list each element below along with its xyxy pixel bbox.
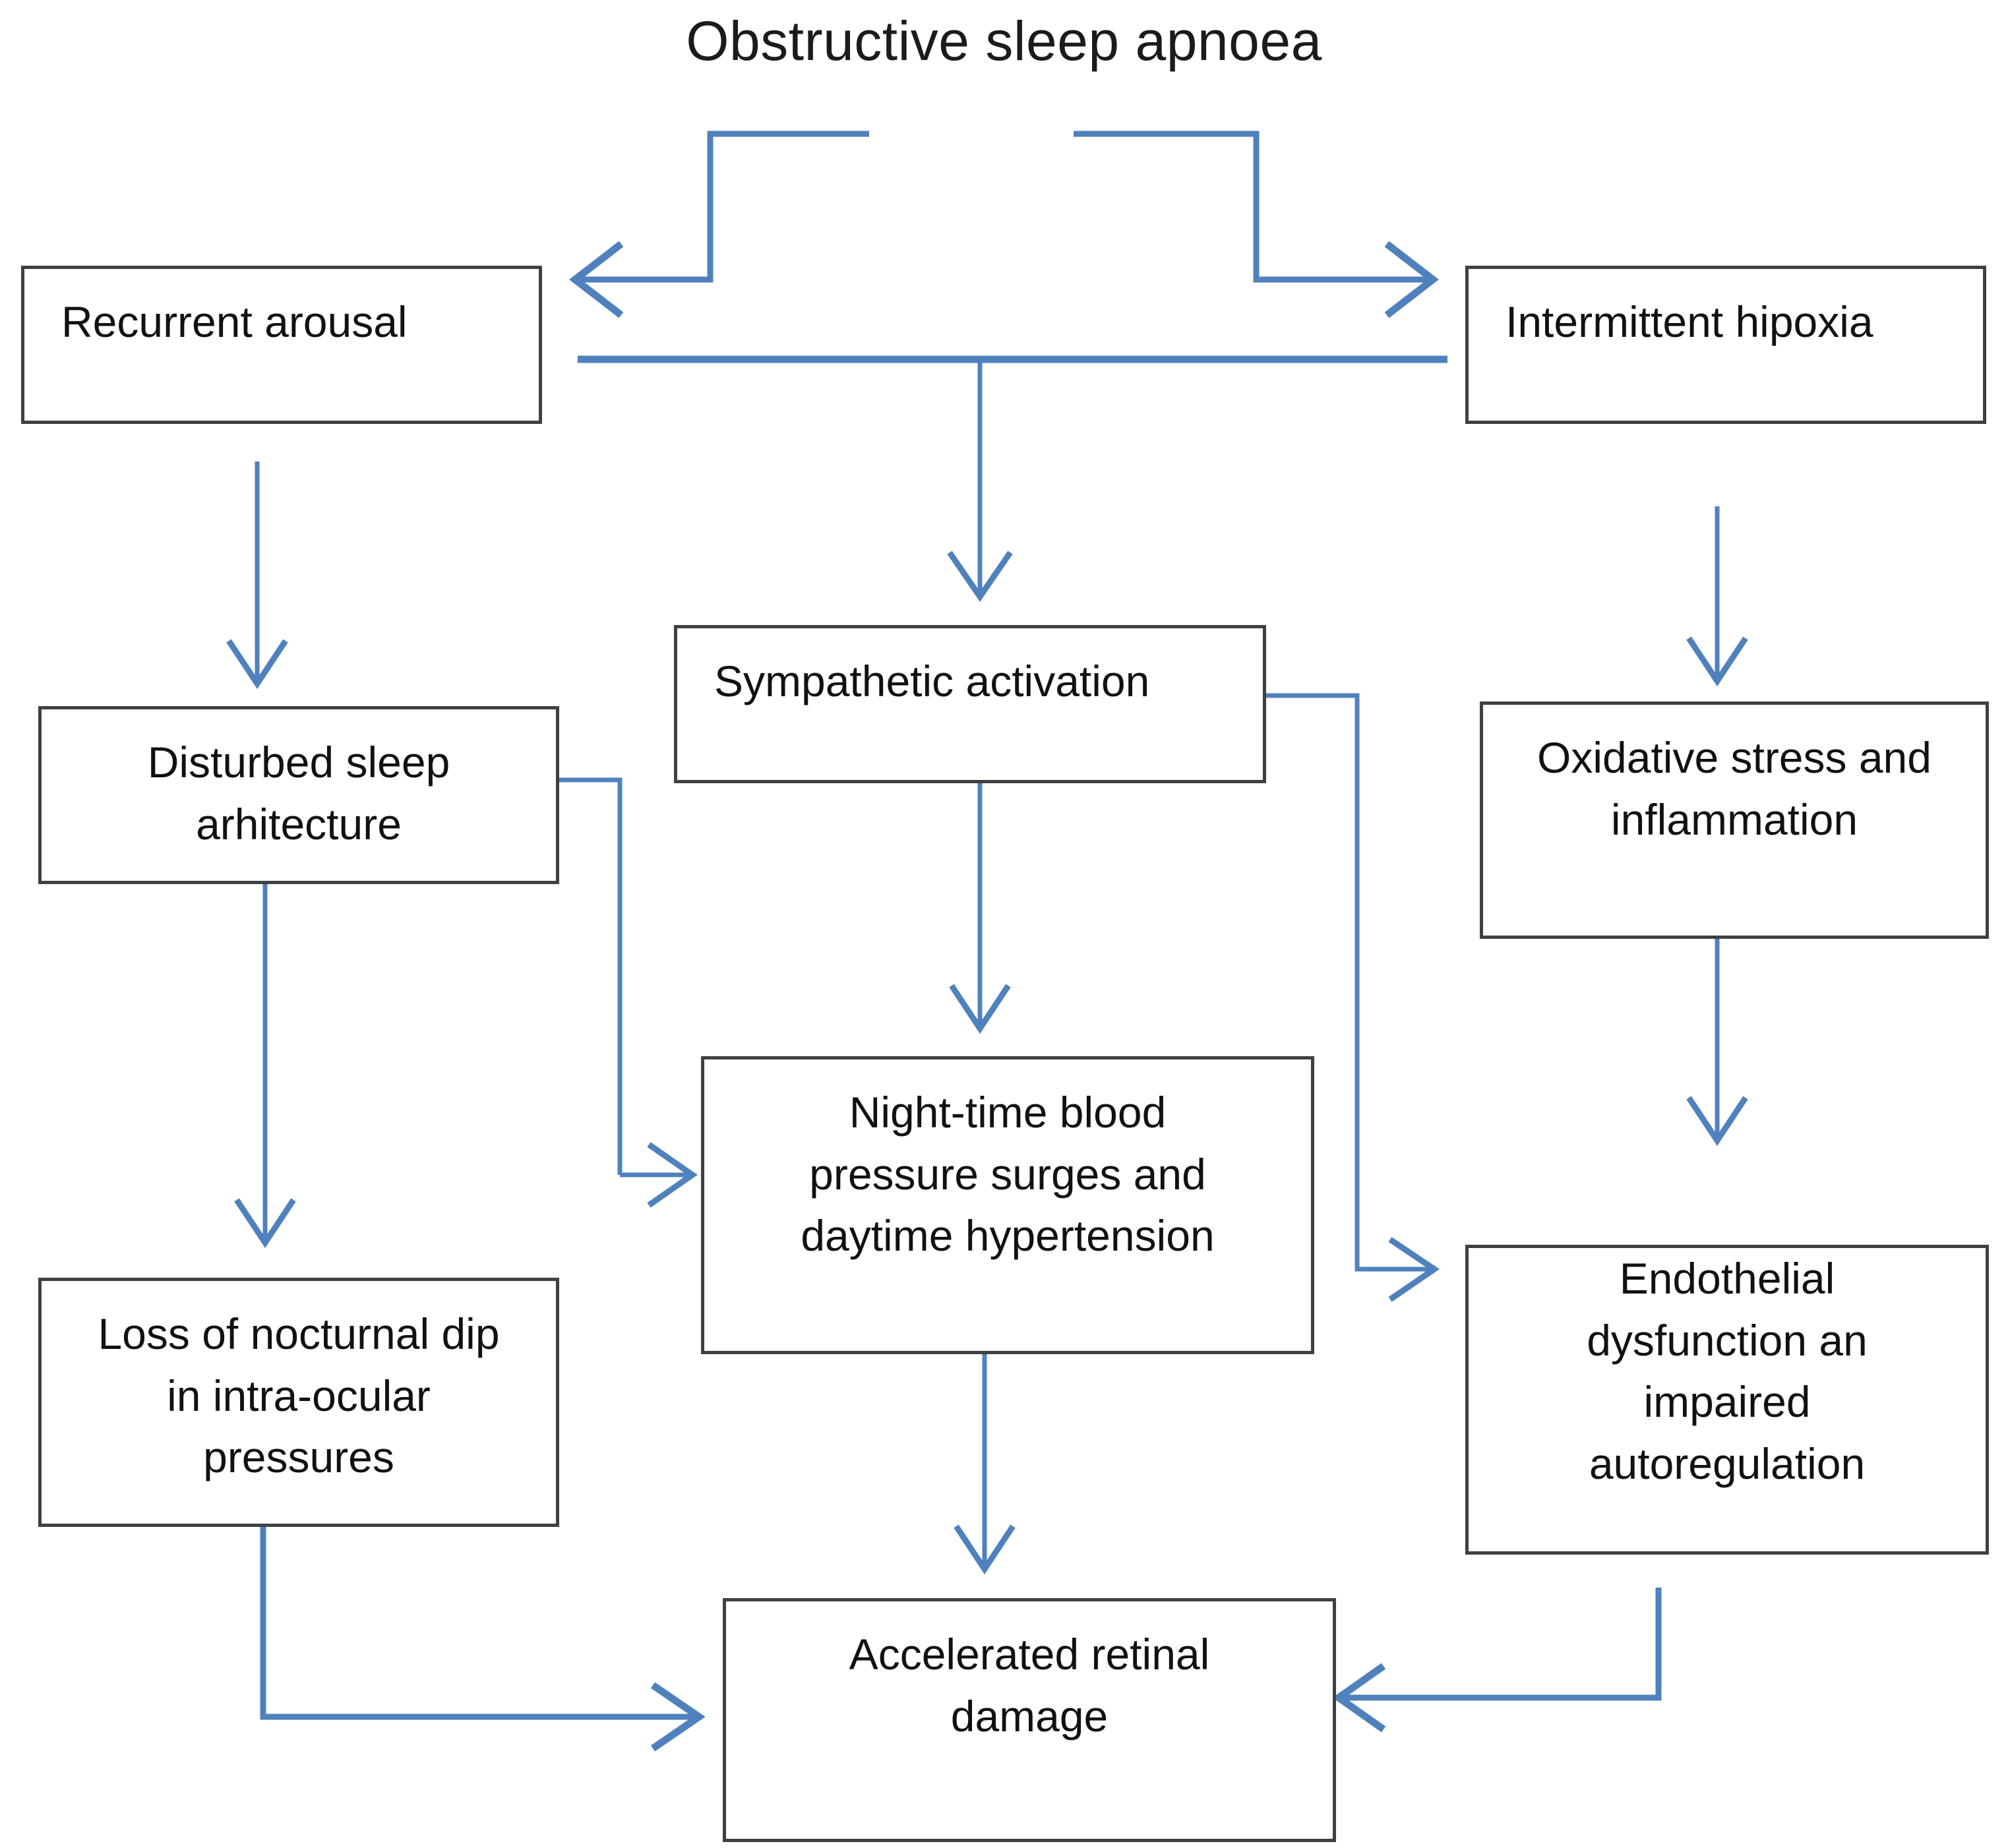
node-endothelial-dysfunction[interactable]: Endothelial dysfunction an impaired auto… [1465, 1245, 1989, 1555]
node-label-recurrent-arousal: Recurrent arousal [61, 297, 408, 346]
node-label-intermittent-hipoxia: Intermittent hipoxia [1506, 297, 1873, 346]
edge-endothelial-to-retinal-damage [1332, 1588, 1662, 1733]
node-sympathetic-activation[interactable]: Sympathetic activation [674, 625, 1266, 783]
node-label-endothelial-dysfunction: Endothelial dysfunction an impaired auto… [1587, 1254, 1868, 1489]
node-disturbed-sleep-arhitecture[interactable]: Disturbed sleep arhitecture [38, 706, 559, 884]
node-label-oxidative-stress-and-inflammation: Oxidative stress and inflammation [1537, 733, 1932, 844]
edge-recurrent-arousal-to-disturbed-sleep [226, 462, 288, 690]
edge-nocturnal-dip-to-retinal-damage [260, 1527, 706, 1752]
edge-apnoea-to-recurrent-arousal [568, 131, 869, 318]
node-loss-of-nocturnal-dip[interactable]: Loss of nocturnal dip in intra-ocular pr… [38, 1278, 559, 1527]
node-label-accelerated-retinal-damage: Accelerated retinal damage [849, 1630, 1210, 1741]
edge-disturbed-sleep-to-night-time-bp [557, 777, 698, 1208]
node-label-sympathetic-activation: Sympathetic activation [714, 657, 1150, 705]
edge-intermittent-hipoxia-to-oxidative-stress [1686, 506, 1748, 687]
node-accelerated-retinal-damage[interactable]: Accelerated retinal damage [723, 1598, 1336, 1842]
node-label-loss-of-nocturnal-dip: Loss of nocturnal dip in intra-ocular pr… [98, 1309, 500, 1482]
edge-apnoea-to-intermittent-hipoxia [1074, 131, 1440, 318]
edge-oxidative-stress-to-endothelial [1686, 936, 1748, 1147]
page-title: Obstructive sleep apnoea [686, 10, 1322, 72]
edge-disturbed-sleep-to-nocturnal-dip [234, 883, 296, 1249]
node-intermittent-hipoxia[interactable]: Intermittent hipoxia [1465, 266, 1986, 424]
node-oxidative-stress-and-inflammation[interactable]: Oxidative stress and inflammation [1480, 701, 1989, 939]
node-night-time-blood-pressure[interactable]: Night-time blood pressure surges and day… [701, 1056, 1314, 1354]
edge-top-boxes-to-sympathetic-activation [578, 355, 1447, 602]
node-label-disturbed-sleep-arhitecture: Disturbed sleep arhitecture [147, 738, 450, 849]
edge-sympathetic-activation-to-night-time-bp [949, 779, 1011, 1034]
node-label-night-time-blood-pressure: Night-time blood pressure surges and day… [801, 1088, 1215, 1261]
node-recurrent-arousal[interactable]: Recurrent arousal [21, 266, 542, 424]
